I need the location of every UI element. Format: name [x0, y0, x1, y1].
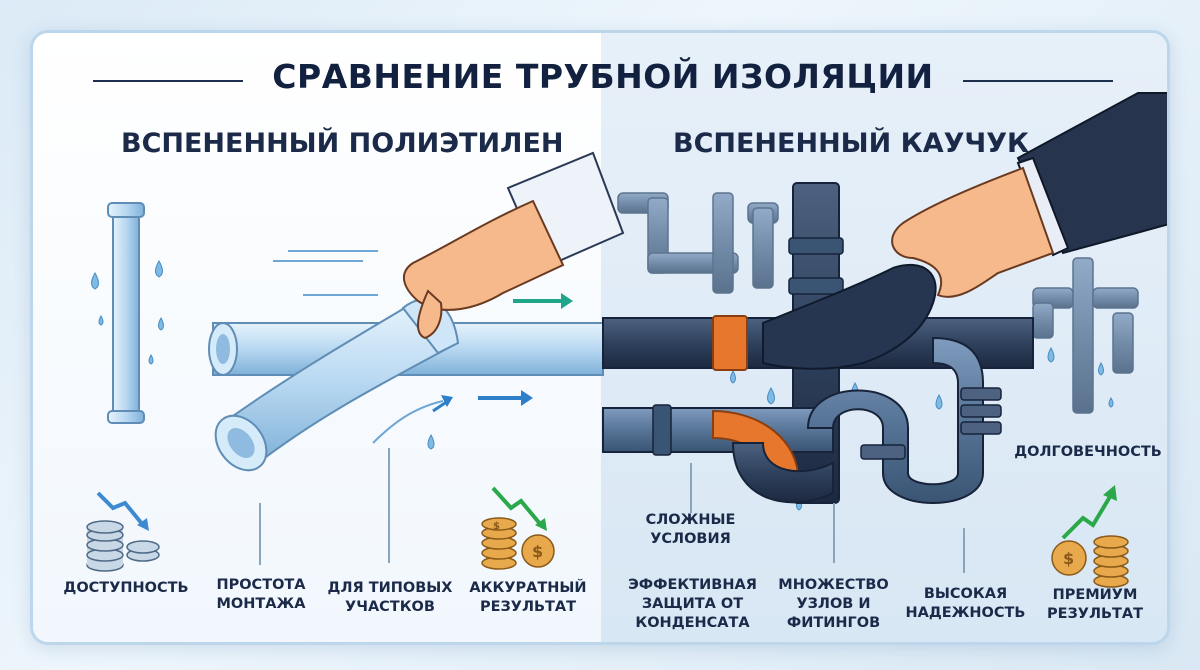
- page-title: СРАВНЕНИЕ ТРУБНОЙ ИЗОЛЯЦИИ: [272, 57, 934, 96]
- water-drops-left: [91, 260, 435, 450]
- feature-label-left: ДЛЯ ТИПОВЫХ УЧАСТКОВ: [327, 580, 453, 615]
- label-connector: [388, 448, 390, 563]
- title-divider-left: [93, 80, 243, 82]
- feature-label-right: ВЫСОКАЯ НАДЕЖНОСТЬ: [905, 586, 1026, 621]
- right-heading: ВСПЕНЕННЫЙ КАУЧУК: [673, 128, 1030, 159]
- coins-down-icon: [86, 491, 160, 572]
- rubber-wrap-sheet: [762, 263, 937, 370]
- pipes-illustration: $ $: [86, 92, 1167, 588]
- label-connector: [690, 463, 692, 513]
- pe-vertical-pipe: [107, 202, 145, 424]
- feature-label-right: ДОЛГОВЕЧНОСТЬ: [1014, 444, 1162, 460]
- label-connector: [833, 503, 835, 563]
- feature-label-left: ДОСТУПНОСТЬ: [63, 580, 189, 596]
- feature-label-right: СЛОЖНЫЕ УСЛОВИЯ: [645, 512, 736, 547]
- left-heading: ВСПЕНЕННЫЙ ПОЛИЭТИЛЕН: [121, 128, 564, 159]
- label-connector: [963, 528, 965, 573]
- feature-label-left: АККУРАТНЫЙ РЕЗУЛЬТАТ: [469, 580, 587, 615]
- background-pipes-right: [617, 192, 1139, 414]
- rubber-lower-pipe: [602, 404, 834, 504]
- arrow-icon: [432, 293, 573, 413]
- coins-up-icon: $: [1051, 485, 1129, 588]
- infographic-frame: СРАВНЕНИЕ ТРУБНОЙ ИЗОЛЯЦИИ ВСПЕНЕННЫЙ ПО…: [30, 30, 1170, 645]
- title-divider-right: [963, 80, 1113, 82]
- feature-label-right: ЭФФЕКТИВНАЯ ЗАЩИТА ОТ КОНДЕНСАТА: [628, 577, 757, 631]
- svg-text:$: $: [532, 542, 543, 561]
- svg-text:$: $: [1063, 549, 1074, 568]
- coins-dollar-icon: $ $: [481, 486, 555, 570]
- hand-left: [403, 151, 625, 340]
- rubber-u-bend: [806, 336, 1002, 504]
- hand-right: [891, 92, 1167, 298]
- label-connector: [259, 503, 261, 565]
- feature-label-right: МНОЖЕСТВО УЗЛОВ И ФИТИНГОВ: [778, 577, 889, 631]
- svg-text:$: $: [493, 521, 500, 532]
- feature-label-right: ПРЕМИУМ РЕЗУЛЬТАТ: [1046, 587, 1144, 622]
- feature-label-left: ПРОСТОТА МОНТАЖА: [216, 577, 306, 612]
- motion-lines-left: [273, 250, 444, 444]
